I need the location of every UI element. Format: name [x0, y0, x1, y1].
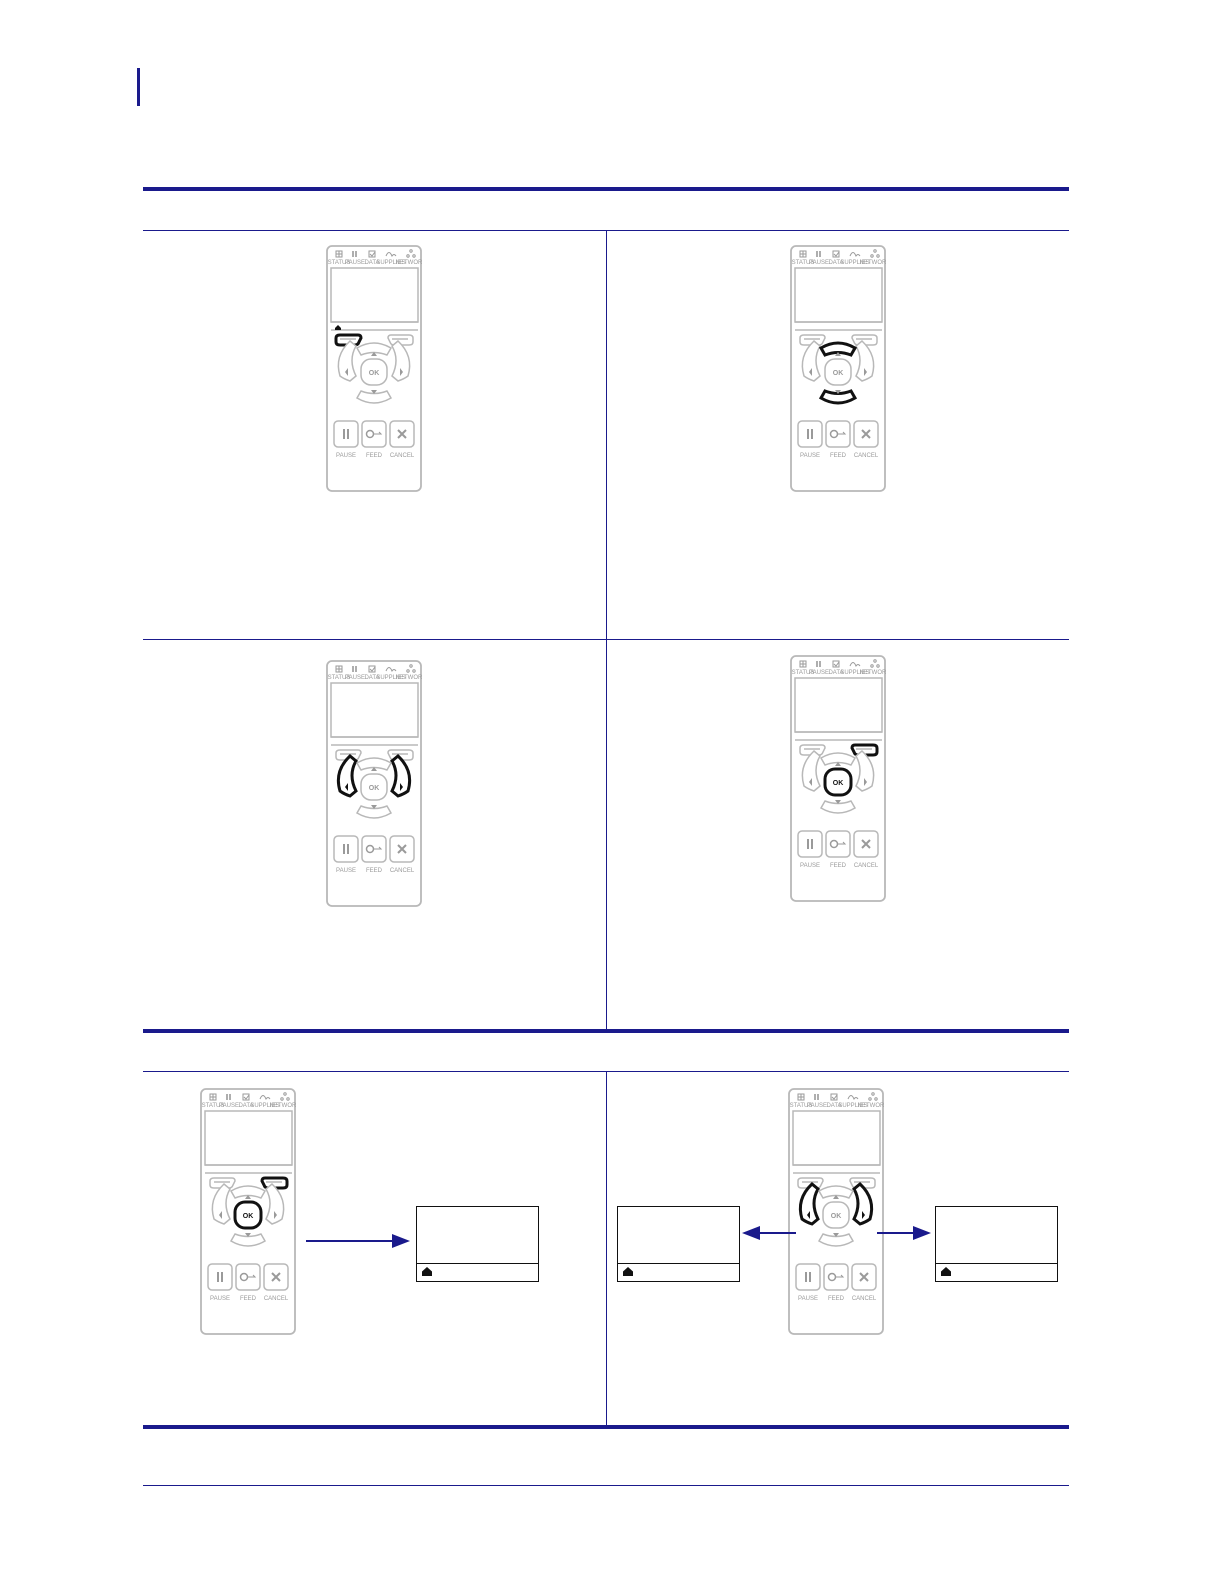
control-panel-3: STATUS PAUSE DATA SUPPLIES NETWORK OK — [326, 660, 422, 907]
button-label: CANCEL — [390, 453, 415, 459]
home-icon — [623, 1267, 633, 1276]
indicator-label: PAUSE — [345, 675, 365, 681]
indicator-label: PAUSE — [219, 1103, 239, 1109]
table-column-divider — [606, 231, 607, 1029]
ok-label: OK — [369, 370, 380, 377]
control-panel-5: STATUS PAUSE DATA SUPPLIES NETWORK OK — [200, 1088, 296, 1335]
indicator-label: SUPPLIES — [376, 260, 405, 266]
button-label: PAUSE — [798, 1296, 818, 1302]
indicator-label: STATUS — [328, 260, 351, 266]
indicator-label: SUPPLIES — [376, 675, 405, 681]
button-label: CANCEL — [854, 863, 879, 869]
indicator-label: STATUS — [792, 670, 815, 676]
ok-label: OK — [833, 370, 844, 377]
button-label: CANCEL — [852, 1296, 877, 1302]
ok-label: OK — [369, 785, 380, 792]
indicator-label: DATA — [364, 675, 379, 681]
control-panel-svg: STATUS PAUSE DATA SUPPLIES NETWORK OK — [326, 245, 422, 492]
indicator-label: SUPPLIES — [840, 260, 869, 266]
indicator-label: NETWORK — [396, 260, 422, 266]
button-label: CANCEL — [854, 453, 879, 459]
indicator-label: PAUSE — [809, 670, 829, 676]
ok-label: OK — [831, 1213, 842, 1220]
control-panel-4: STATUS PAUSE DATA SUPPLIES NETWORK OK — [790, 655, 886, 902]
indicator-label: DATA — [826, 1103, 841, 1109]
indicator-label: PAUSE — [809, 260, 829, 266]
table2-header-rule — [143, 1071, 1069, 1072]
control-panel-svg: STATUS PAUSE DATA SUPPLIES NETWORK OK — [790, 655, 886, 902]
indicator-label: SUPPLIES — [250, 1103, 279, 1109]
table2-column-divider — [606, 1072, 607, 1425]
button-label: PAUSE — [210, 1296, 230, 1302]
indicator-label: STATUS — [792, 260, 815, 266]
control-panel-2: STATUS PAUSE DATA SUPPLIES NETWORK OK — [790, 245, 886, 492]
button-label: PAUSE — [336, 453, 356, 459]
indicator-label: NETWORK — [860, 670, 886, 676]
button-label: FEED — [830, 453, 847, 459]
home-icon — [422, 1267, 432, 1276]
indicator-label: NETWORK — [858, 1103, 884, 1109]
button-label: FEED — [366, 453, 383, 459]
control-panel-svg: STATUS PAUSE DATA SUPPLIES NETWORK OK — [326, 660, 422, 907]
control-panel-svg: STATUS PAUSE DATA SUPPLIES NETWORK OK — [200, 1088, 296, 1335]
margin-bar — [137, 68, 140, 106]
ok-label: OK — [243, 1213, 254, 1220]
footer-rule — [143, 1485, 1069, 1486]
indicator-label: NETWORK — [270, 1103, 296, 1109]
indicator-label: DATA — [364, 260, 379, 266]
display-screen-left — [617, 1206, 740, 1282]
indicator-label: STATUS — [328, 675, 351, 681]
arrow-right-2 — [877, 1226, 931, 1240]
button-label: PAUSE — [800, 453, 820, 459]
arrow-right — [306, 1234, 410, 1248]
control-panel-svg: STATUS PAUSE DATA SUPPLIES NETWORK OK — [790, 245, 886, 492]
button-label: FEED — [830, 863, 847, 869]
indicator-label: PAUSE — [807, 1103, 827, 1109]
table-top-rule — [143, 187, 1069, 191]
display-screen-right — [935, 1206, 1058, 1282]
ok-label: OK — [833, 780, 844, 787]
indicator-label: DATA — [828, 260, 843, 266]
button-label: FEED — [366, 868, 383, 874]
button-label: CANCEL — [390, 868, 415, 874]
button-label: CANCEL — [264, 1296, 289, 1302]
indicator-label: STATUS — [202, 1103, 225, 1109]
indicator-label: SUPPLIES — [840, 670, 869, 676]
control-panel-svg: STATUS PAUSE DATA SUPPLIES NETWORK OK — [788, 1088, 884, 1335]
indicator-label: DATA — [828, 670, 843, 676]
indicator-label: PAUSE — [345, 260, 365, 266]
indicator-label: SUPPLIES — [838, 1103, 867, 1109]
button-label: FEED — [240, 1296, 257, 1302]
indicator-label: NETWORK — [396, 675, 422, 681]
display-screen — [416, 1206, 539, 1282]
button-label: PAUSE — [336, 868, 356, 874]
control-panel-1: STATUS PAUSE DATA SUPPLIES NETWORK OK — [326, 245, 422, 492]
indicator-label: NETWORK — [860, 260, 886, 266]
control-panel-6: STATUS PAUSE DATA SUPPLIES NETWORK OK — [788, 1088, 884, 1335]
button-label: FEED — [828, 1296, 845, 1302]
arrow-left — [742, 1226, 796, 1240]
button-label: PAUSE — [800, 863, 820, 869]
table-bottom-rule — [143, 1029, 1069, 1033]
table2-bottom-rule — [143, 1425, 1069, 1429]
indicator-label: STATUS — [790, 1103, 813, 1109]
home-icon — [941, 1267, 951, 1276]
indicator-label: DATA — [238, 1103, 253, 1109]
table-header-rule — [143, 230, 1069, 231]
